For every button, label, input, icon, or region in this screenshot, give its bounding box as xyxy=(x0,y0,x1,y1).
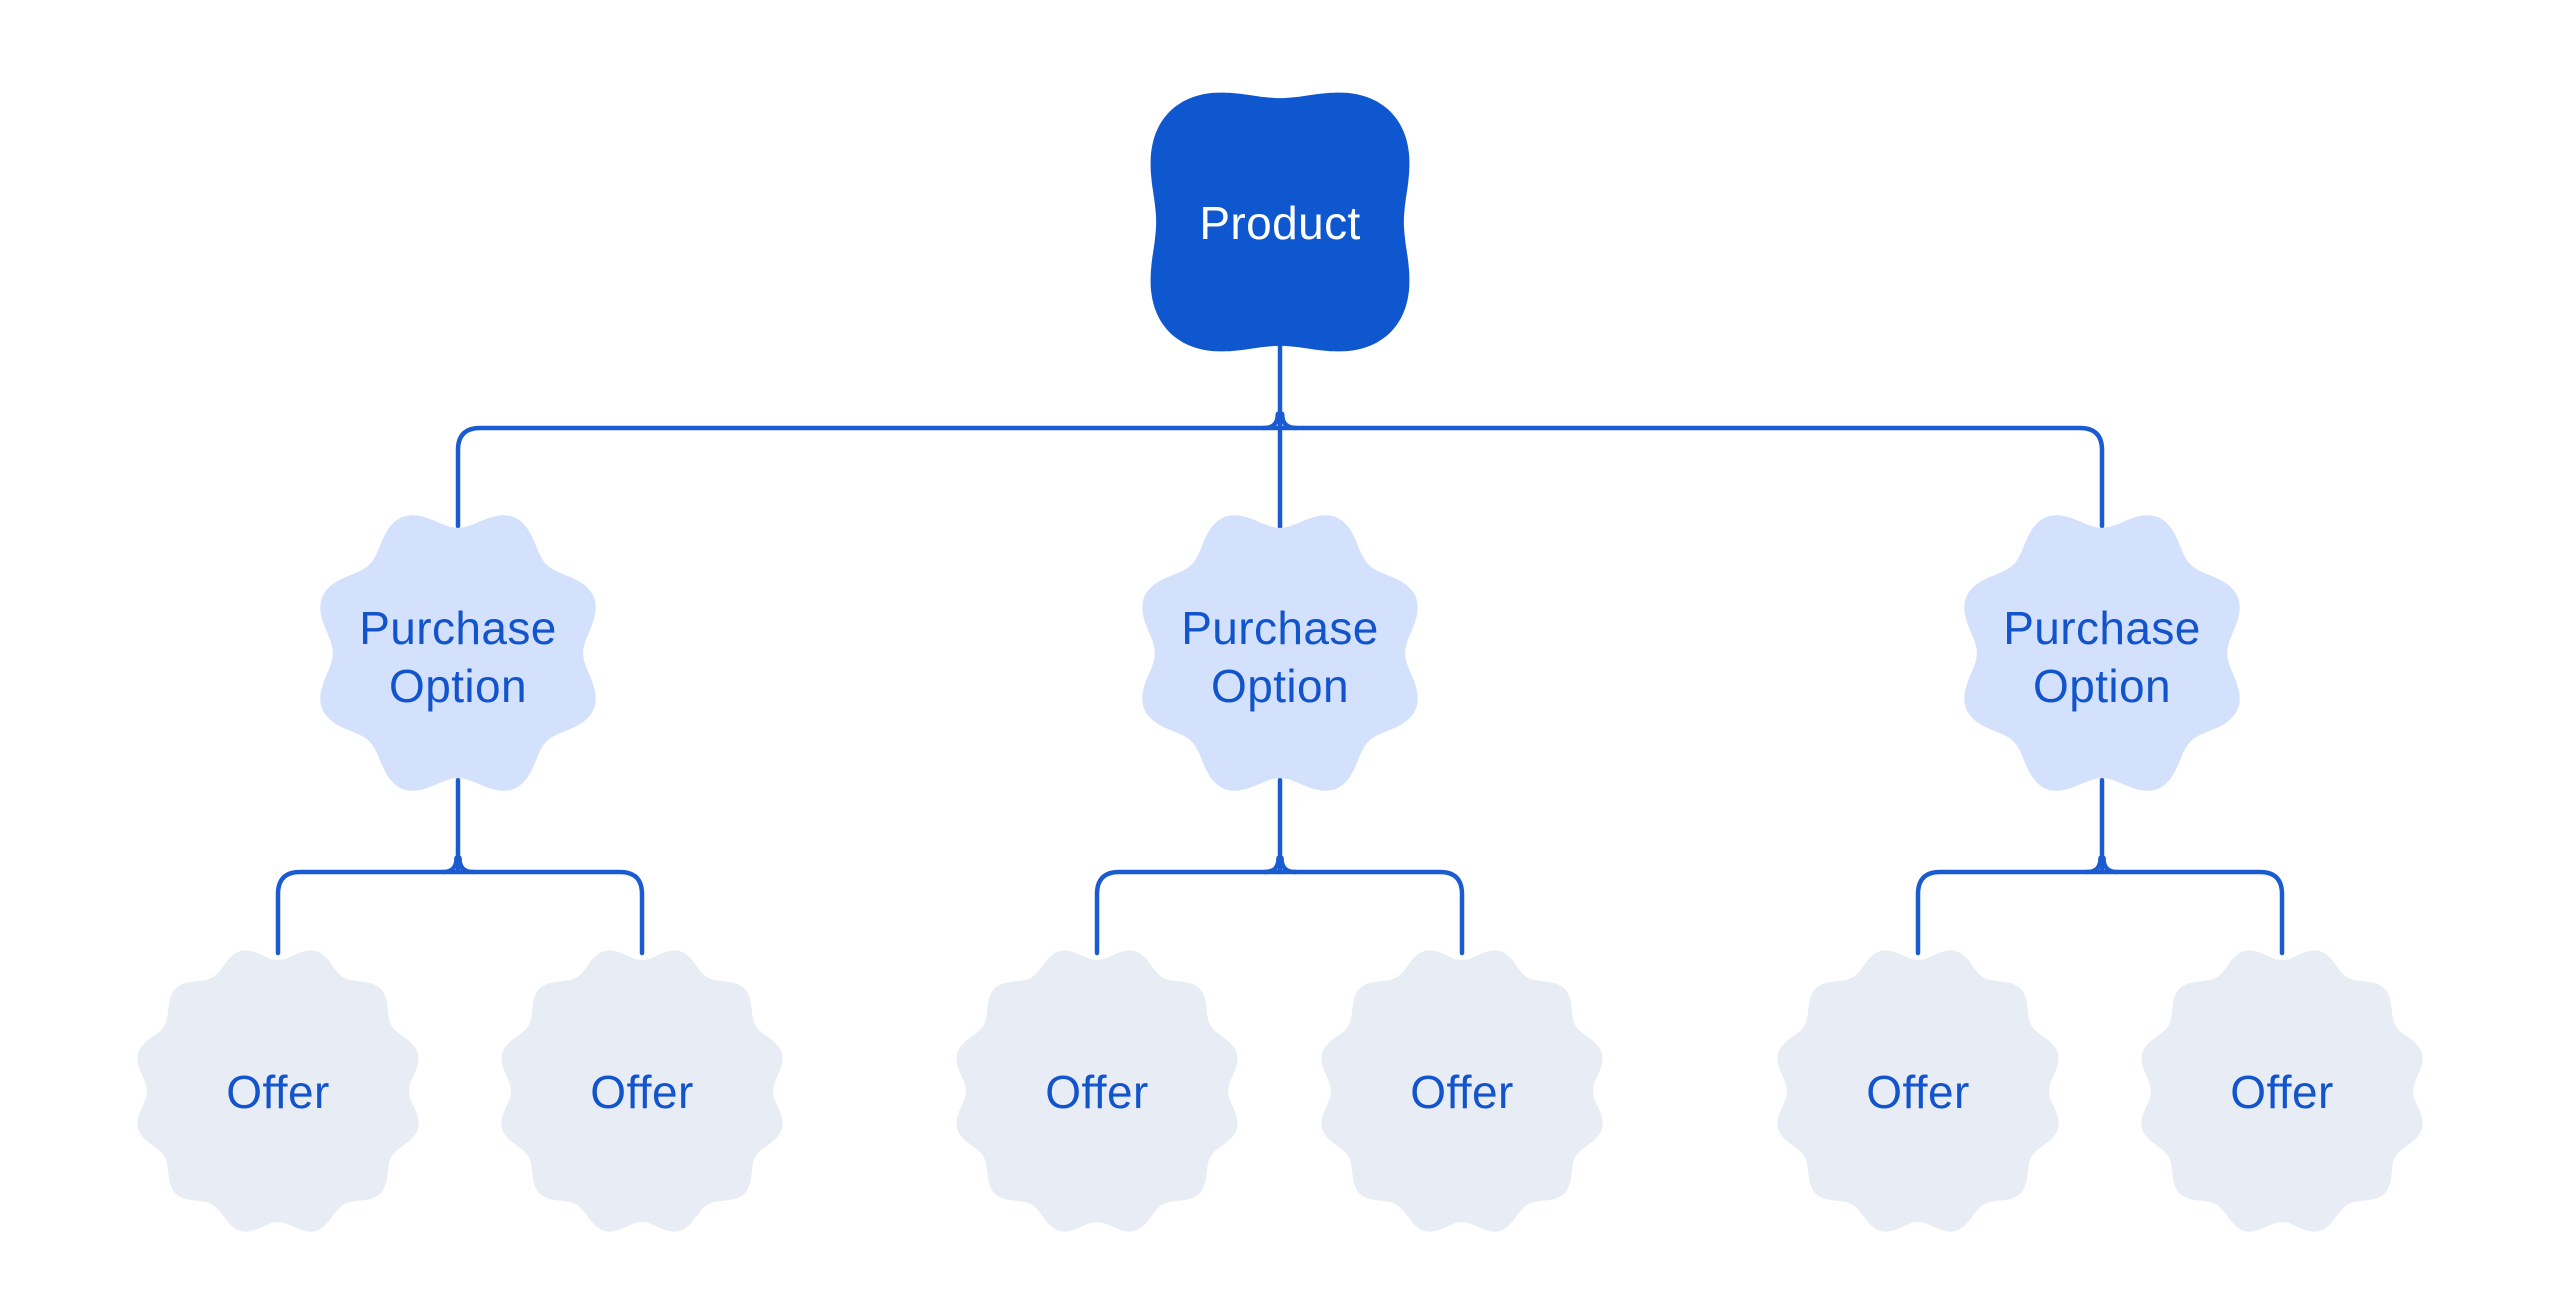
offer-node-2: Offer xyxy=(501,950,783,1232)
offer-node-3: Offer xyxy=(956,950,1238,1232)
tier2-connector-1 xyxy=(275,777,645,956)
offer-label: Offer xyxy=(2230,1066,2333,1118)
offer-node-1: Offer xyxy=(137,950,419,1232)
tier2-junction-fillet-right xyxy=(2101,855,2120,875)
offer-node-4: Offer xyxy=(1321,950,1603,1232)
purchase-option-blob-shape xyxy=(1964,515,2240,791)
tier2-branch-line xyxy=(1094,869,1465,956)
tier1-junction-fillet-right xyxy=(1279,411,1299,431)
tier2-junction-fillet-right xyxy=(457,855,476,875)
purchase-option-label-line2: Option xyxy=(2033,660,2171,712)
offer-label: Offer xyxy=(590,1066,693,1118)
offer-node-5: Offer xyxy=(1777,950,2059,1232)
purchase-option-node-2: Purchase Option xyxy=(1142,515,1418,791)
offer-blob-shape xyxy=(1321,950,1603,1232)
purchase-option-label-line1: Purchase xyxy=(2003,602,2201,654)
offer-blob-shape xyxy=(1777,950,2059,1232)
offer-label: Offer xyxy=(1045,1066,1148,1118)
tier2-branch-line xyxy=(275,869,645,956)
tier2-branch-line xyxy=(1915,869,2285,956)
purchase-option-label-line1: Purchase xyxy=(359,602,557,654)
offer-blob-shape xyxy=(956,950,1238,1232)
product-node: Product xyxy=(1150,92,1410,352)
purchase-option-label-line2: Option xyxy=(389,660,527,712)
offer-blob-shape xyxy=(501,950,783,1232)
offer-blob-shape xyxy=(2141,950,2423,1232)
purchase-option-node-3: Purchase Option xyxy=(1964,515,2240,791)
purchase-option-blob-shape xyxy=(320,515,596,791)
offer-label: Offer xyxy=(1410,1066,1513,1118)
offer-label: Offer xyxy=(226,1066,329,1118)
offer-blob-shape xyxy=(137,950,419,1232)
tier2-connector-2 xyxy=(1094,777,1465,956)
product-blob-shape xyxy=(1150,92,1410,352)
tier2-junction-fillet-left xyxy=(440,855,459,875)
purchase-option-label-line2: Option xyxy=(1211,660,1349,712)
tier1-connector xyxy=(455,335,2105,531)
tier1-junction-fillet-left xyxy=(1261,411,1281,431)
tier2-junction-fillet-right xyxy=(1279,855,1298,875)
tier2-junction-fillet-left xyxy=(2084,855,2103,875)
purchase-option-node-1: Purchase Option xyxy=(320,515,596,791)
purchase-option-blob-shape xyxy=(1142,515,1418,791)
purchase-option-label-line1: Purchase xyxy=(1181,602,1379,654)
product-label: Product xyxy=(1199,197,1360,249)
offer-node-6: Offer xyxy=(2141,950,2423,1232)
tier2-junction-fillet-left xyxy=(1262,855,1281,875)
tier2-connector-3 xyxy=(1915,777,2285,956)
offer-label: Offer xyxy=(1866,1066,1969,1118)
